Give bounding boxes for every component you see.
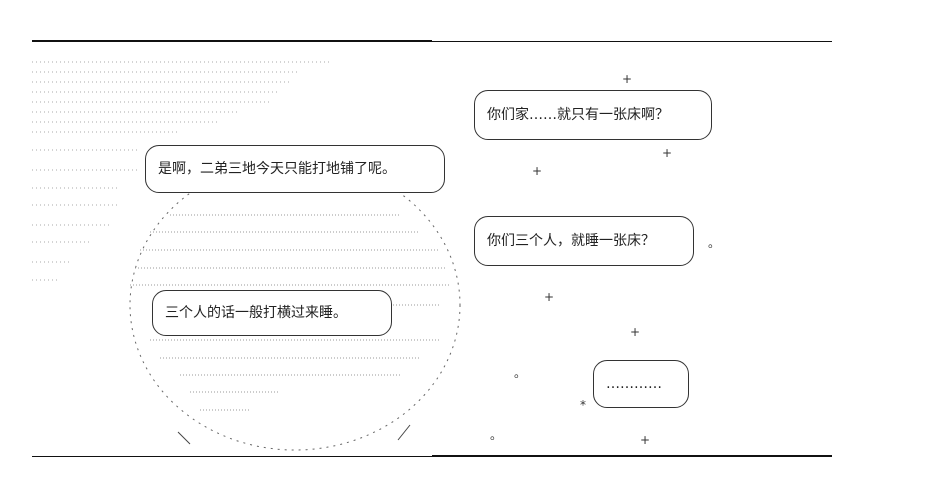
circle-star: 。 xyxy=(708,236,721,250)
speech-bubble-ellipsis: ………… xyxy=(593,360,689,408)
asterisk-star: * xyxy=(580,398,586,412)
bubble-text: 三个人的话一般打横过来睡。 xyxy=(165,305,347,321)
circle-star: 。 xyxy=(490,428,503,442)
plus-star: + xyxy=(622,72,633,86)
bubble-text: 是啊，二弟三地今天只能打地铺了呢。 xyxy=(158,161,396,177)
globe-outline xyxy=(129,159,461,451)
speech-bubble-three-people: 你们三个人，就睡一张床？ xyxy=(474,216,694,266)
speech-bubble-sideways: 三个人的话一般打横过来睡。 xyxy=(152,290,392,336)
top-rule-thin xyxy=(432,41,832,42)
bottom-rule-thick xyxy=(432,455,832,457)
top-rule xyxy=(32,40,432,42)
bubble-text: 你们三个人，就睡一张床？ xyxy=(487,233,655,249)
bottom-rule xyxy=(32,456,432,457)
plus-star: + xyxy=(640,433,651,447)
plus-star: + xyxy=(544,290,555,304)
speech-bubble-one-bed: 你们家……就只有一张床啊？ xyxy=(474,90,712,140)
plus-star: + xyxy=(532,164,543,178)
plus-star: + xyxy=(630,325,641,339)
speech-bubble-floor: 是啊，二弟三地今天只能打地铺了呢。 xyxy=(145,145,445,193)
plus-star: + xyxy=(662,146,673,160)
bubble-text: ………… xyxy=(606,376,662,392)
bubble-text: 你们家……就只有一张床啊？ xyxy=(487,107,669,123)
circle-star: 。 xyxy=(514,366,527,380)
